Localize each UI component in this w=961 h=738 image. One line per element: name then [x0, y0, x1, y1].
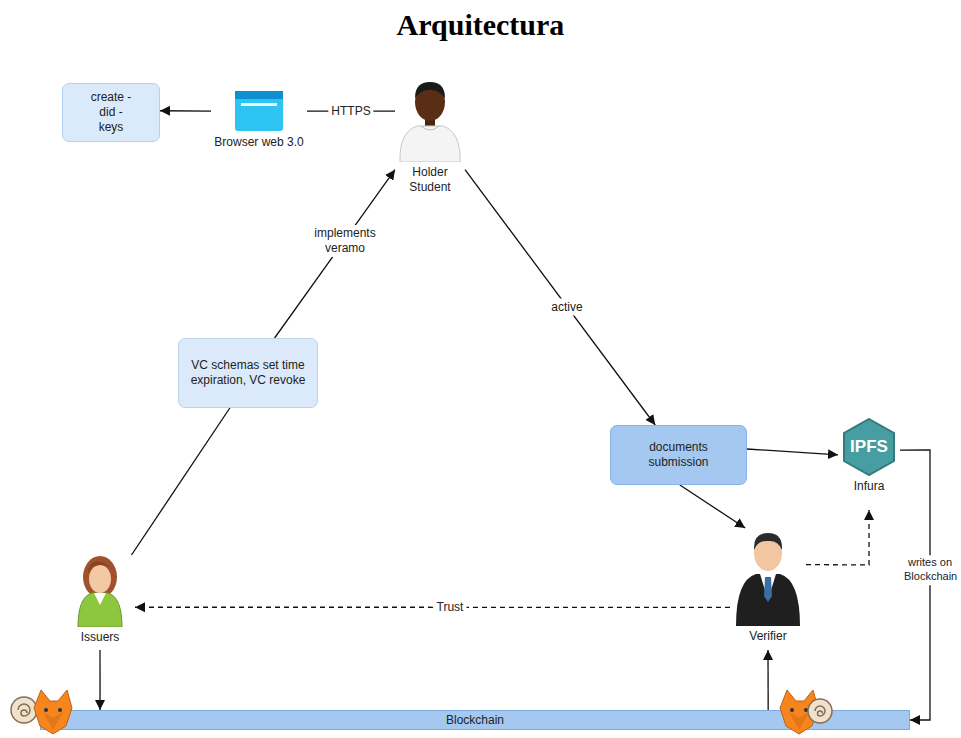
connector: [747, 449, 838, 455]
edge-label: active: [548, 299, 585, 316]
connector: [275, 170, 395, 338]
node-text: Infura: [854, 479, 885, 494]
connector: [767, 650, 768, 710]
holder-figure: [395, 80, 465, 162]
connector: [99, 650, 100, 710]
process-box: VC schemas set time expiration, VC revok…: [178, 338, 318, 408]
holder-icon: [400, 82, 460, 162]
connector: [160, 110, 211, 112]
connector: [900, 450, 930, 720]
issuer-figure: [65, 555, 135, 627]
connector: [806, 510, 869, 565]
actor-node: Holder Student: [395, 80, 465, 198]
verifier-figure: [730, 528, 806, 626]
node-text: Issuers: [81, 630, 120, 645]
connector: [680, 485, 745, 528]
connector: [135, 607, 730, 608]
process-box: documents submission: [610, 425, 747, 485]
browser-icon: [235, 91, 283, 131]
edge-label: Trust: [434, 599, 467, 616]
connector: [465, 170, 655, 425]
connector: [132, 408, 230, 555]
actor-node: Verifier: [730, 528, 806, 650]
process-box: create -did -keys: [62, 83, 160, 142]
node-text: Verifier: [749, 629, 786, 644]
diagram-title: Arquitectura: [0, 8, 961, 42]
actor-node: Issuers: [65, 555, 135, 650]
node-text: Browser web 3.0: [214, 135, 303, 150]
node-text: IPFS: [838, 418, 900, 476]
node-text: create -did -keys: [89, 90, 133, 135]
edge-label: implements veramo: [306, 225, 384, 257]
issuer-icon: [78, 556, 122, 627]
browser-figure: [211, 90, 307, 132]
node-text: Blockchain: [446, 713, 504, 728]
node-text: Holder Student: [400, 165, 460, 195]
node-text: VC schemas set time expiration, VC revok…: [188, 358, 308, 388]
edge-label: writes on Blockchain: [901, 555, 959, 585]
node-text: documents submission: [641, 440, 716, 470]
blockchain-band: Blockchain: [40, 710, 910, 730]
verifier-icon: [736, 533, 800, 626]
edge-label: HTTPS: [328, 103, 373, 120]
ipfs-node: IPFS Infura: [838, 418, 900, 510]
actor-node: Browser web 3.0: [211, 90, 307, 152]
